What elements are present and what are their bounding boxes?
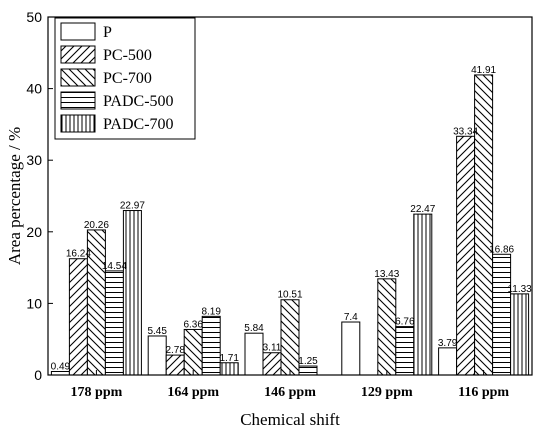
data-labels-layer: 0.49 16.24 20.26 14.54 22.97 5.45 2.78 6.36 8.19… bbox=[51, 65, 533, 373]
legend-label-padc-700: PADC-700 bbox=[103, 116, 174, 133]
legend-label-pc-700: PC-700 bbox=[103, 70, 152, 87]
bar-p-5 bbox=[438, 347, 458, 376]
bar-padc-500-4 bbox=[395, 326, 415, 376]
x-axis-title: Chemical shift bbox=[240, 410, 340, 429]
data-label: 8.19 bbox=[201, 306, 221, 317]
data-label: 13.43 bbox=[374, 269, 399, 280]
x-axis-ticks: 178 ppm 164 ppm 146 ppm 129 ppm 116 ppm bbox=[71, 370, 509, 400]
y-axis-ticks: 0 10 20 30 40 50 bbox=[26, 9, 53, 383]
data-label: 14.54 bbox=[102, 261, 127, 272]
bar-p-2 bbox=[147, 335, 167, 376]
data-label: 0.49 bbox=[51, 361, 71, 372]
legend-swatch-pc-500 bbox=[60, 45, 96, 64]
x-tick-label: 178 ppm bbox=[71, 385, 123, 400]
bar-pc-500-5 bbox=[456, 135, 476, 376]
data-label: 33.34 bbox=[453, 126, 478, 137]
data-label: 5.84 bbox=[244, 323, 264, 334]
bar-pc-500-2 bbox=[165, 354, 185, 376]
y-tick-label: 30 bbox=[26, 152, 42, 168]
legend-swatch-p bbox=[60, 22, 96, 41]
data-label: 1.71 bbox=[219, 353, 239, 364]
bar-pc-700-2 bbox=[183, 328, 203, 376]
bar-pc-700-5 bbox=[474, 74, 494, 376]
legend-swatch-padc-700 bbox=[60, 114, 96, 133]
legend-label-padc-500: PADC-500 bbox=[103, 93, 174, 110]
data-label: 22.97 bbox=[120, 201, 145, 212]
x-tick-label: 164 ppm bbox=[167, 385, 219, 400]
data-label: 22.47 bbox=[410, 204, 435, 215]
legend-swatch-pc-700 bbox=[60, 68, 96, 87]
x-tick-label: 129 ppm bbox=[361, 385, 413, 400]
data-label: 6.76 bbox=[395, 317, 415, 328]
data-label: 7.4 bbox=[344, 312, 358, 323]
data-label: 5.45 bbox=[147, 326, 167, 337]
bar-pc-500-3 bbox=[262, 352, 282, 376]
data-label: 3.11 bbox=[263, 343, 282, 354]
data-label: 20.26 bbox=[84, 220, 109, 231]
data-label: 11.33 bbox=[507, 284, 532, 295]
data-label: 2.78 bbox=[165, 345, 185, 356]
data-label: 41.91 bbox=[471, 65, 496, 76]
bar-padc-500-2 bbox=[201, 315, 221, 376]
y-tick-label: 50 bbox=[26, 9, 42, 25]
y-tick-label: 20 bbox=[26, 224, 42, 240]
y-tick-label: 0 bbox=[34, 367, 42, 383]
data-label: 6.36 bbox=[183, 319, 203, 330]
data-label: 1.25 bbox=[298, 356, 318, 367]
y-tick-label: 10 bbox=[26, 295, 42, 311]
bar-padc-700-2 bbox=[219, 362, 239, 376]
bar-padc-700-4 bbox=[413, 213, 433, 376]
bar-padc-700-1 bbox=[122, 210, 142, 376]
y-tick-label: 40 bbox=[26, 81, 42, 97]
data-label: 10.51 bbox=[277, 290, 302, 301]
bar-pc-500-1 bbox=[68, 258, 88, 376]
bar-p-4 bbox=[341, 321, 361, 376]
bar-pc-700-3 bbox=[280, 299, 300, 376]
legend-swatch-padc-500 bbox=[60, 91, 96, 110]
legend-label-pc-500: PC-500 bbox=[103, 47, 152, 64]
y-axis-title: Area percentage / % bbox=[5, 127, 24, 265]
data-label: 16.86 bbox=[489, 244, 514, 255]
data-label: 3.79 bbox=[438, 338, 458, 349]
data-label: 16.24 bbox=[66, 249, 91, 260]
bar-padc-700-5 bbox=[510, 293, 530, 376]
bar-padc-500-1 bbox=[104, 270, 124, 376]
bar-pc-700-4 bbox=[377, 278, 397, 376]
bar-padc-500-5 bbox=[492, 253, 512, 376]
bar-p-3 bbox=[244, 332, 264, 376]
bar-padc-500-3 bbox=[298, 365, 318, 376]
legend-label-p: P bbox=[103, 24, 112, 41]
x-tick-label: 116 ppm bbox=[458, 385, 509, 400]
x-tick-label: 146 ppm bbox=[264, 385, 316, 400]
